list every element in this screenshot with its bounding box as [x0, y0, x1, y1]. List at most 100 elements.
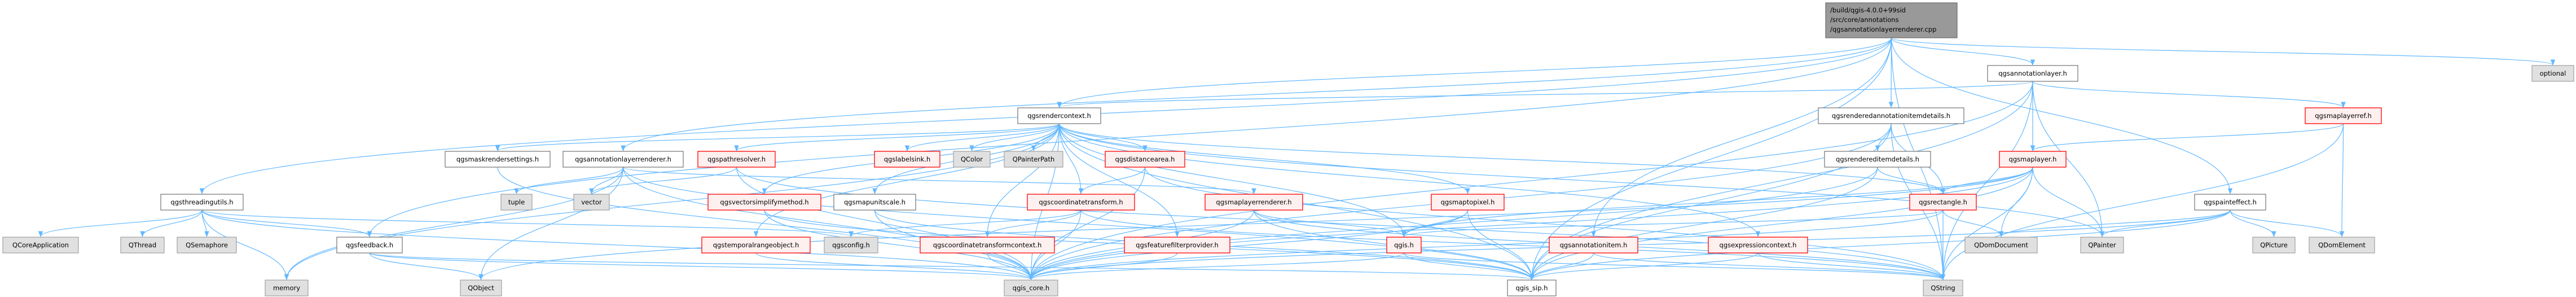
node-optional: optional	[2531, 65, 2574, 82]
node-box	[874, 151, 940, 168]
node-label: qgsconfig.h	[832, 241, 870, 249]
node-label: qgsvectorsimplifymethod.h	[720, 198, 808, 206]
node-maskrender[interactable]: qgsmaskrendersettings.h	[445, 151, 551, 168]
edge-rendercontext-to-featurefilter	[1058, 123, 1180, 238]
edge-expressioncontext-to-QString	[1757, 252, 1946, 281]
node-labelsink[interactable]: qgslabelsink.h	[874, 151, 940, 168]
node-temporalrange[interactable]: qgstemporalrangeobject.h	[701, 237, 811, 254]
node-rendereditem[interactable]: qgsrendereditemdetails.h	[1824, 151, 1931, 168]
edge-pathresolver-to-vector	[589, 167, 737, 195]
edge-threadingutils-to-qgis_core	[201, 209, 1034, 281]
edge-pathresolver-to-QString	[736, 167, 1946, 281]
node-label: QObject	[468, 284, 494, 292]
node-label: qgsmaplayerref.h	[2315, 112, 2372, 120]
node-coordtransform[interactable]: qgscoordinatetransform.h	[1027, 194, 1135, 211]
node-mapunitscale[interactable]: qgsmapunitscale.h	[833, 194, 916, 211]
node-annotrenderer[interactable]: qgsannotationlayerrenderer.h	[562, 151, 684, 168]
node-qgis_sip[interactable]: qgis_sip.h	[1507, 279, 1557, 296]
node-annotationitem[interactable]: qgsannotationitem.h	[1549, 237, 1638, 254]
edge-painteffect-to-QDomDocument	[1998, 209, 2231, 238]
edge-rendereditem-to-rectangle	[1877, 167, 1946, 195]
edge-feedback-to-qgis_sip	[369, 252, 1534, 281]
node-label: qgsrectangle.h	[1919, 198, 1967, 206]
edge-painteffect-to-QPicture	[2230, 209, 2276, 238]
node-label: QString	[1931, 284, 1955, 292]
node-qgsconfig: qgsconfig.h	[824, 237, 878, 254]
node-distancearea[interactable]: qgsdistancearea.h	[1105, 151, 1185, 168]
node-maplayer[interactable]: qgsmaplayer.h	[1999, 151, 2067, 168]
node-label: /qgsannotationlayerrenderer.cpp	[1830, 25, 1936, 33]
node-box	[707, 194, 821, 211]
edge-featurefilter-to-qgis_core	[1028, 252, 1178, 281]
node-box	[1004, 279, 1058, 296]
node-expressioncontext[interactable]: qgsexpressioncontext.h	[1708, 237, 1808, 254]
edge-annotationlayer-to-maplayerref	[2032, 81, 2346, 108]
node-maplayerrenderer[interactable]: qgsmaplayerrenderer.h	[1205, 194, 1303, 211]
node-box	[1909, 194, 1977, 211]
node-box	[1999, 151, 2067, 168]
node-pathresolver[interactable]: qgspathresolver.h	[697, 151, 776, 168]
node-label: QDomDocument	[1974, 241, 2028, 249]
edge-annotrenderer-to-tuple	[514, 167, 624, 195]
edge-maplayer-to-qgis_core	[1028, 167, 2033, 281]
edge-feedback-to-QObject	[369, 252, 483, 281]
node-label: qgsfeedback.h	[346, 241, 393, 249]
node-feedback[interactable]: qgsfeedback.h	[336, 237, 403, 254]
node-box	[177, 237, 237, 254]
node-label: qgspathresolver.h	[707, 155, 766, 163]
node-label: qgis_sip.h	[1516, 284, 1548, 292]
edge-rendercontext-to-rectangle	[1058, 123, 1946, 195]
node-box	[1818, 107, 1964, 124]
edge-maplayerref-to-QString	[1940, 123, 2344, 281]
node-box	[701, 237, 811, 254]
node-qgis[interactable]: qgis.h	[1386, 237, 1422, 254]
edge-rendereditem-to-qgis_core	[1028, 167, 1878, 281]
node-rectangle[interactable]: qgsrectangle.h	[1909, 194, 1977, 211]
edge-distancearea-to-coordtransform	[1078, 167, 1146, 195]
node-renderedannot[interactable]: qgsrenderedannotationitemdetails.h	[1818, 107, 1964, 124]
edge-maskrender-to-qgis_core	[497, 167, 1034, 281]
node-label: qgis.h	[1394, 241, 1414, 249]
edge-annotrenderer-to-qgis_core	[622, 167, 1034, 281]
edge-main-to-rendercontext	[1057, 37, 1892, 108]
node-threadingutils[interactable]: qgsthreadingutils.h	[160, 194, 244, 211]
node-label: qgsrenderedannotationitemdetails.h	[1832, 112, 1950, 120]
edge-annotationlayer-to-rendercontext	[1057, 81, 2033, 108]
node-coordtransformctx[interactable]: qgscoordinatetransformcontext.h	[920, 237, 1055, 254]
node-box	[1708, 237, 1808, 254]
node-maptopixel[interactable]: qgsmaptopixel.h	[1431, 194, 1505, 211]
edge-main-to-optional	[1891, 37, 2555, 66]
node-box	[160, 194, 244, 211]
node-label: qgis_core.h	[1013, 284, 1049, 292]
edges-layer	[38, 37, 2555, 281]
node-label: /src/core/annotations	[1830, 16, 1899, 24]
node-vectorsimplify[interactable]: qgsvectorsimplifymethod.h	[707, 194, 821, 211]
edge-maptopixel-to-qgis_sip	[1467, 209, 1535, 281]
node-label: qgscoordinatetransform.h	[1039, 198, 1123, 206]
edge-main-to-feedback	[367, 37, 1892, 238]
node-box	[2194, 194, 2266, 211]
node-annotationlayer[interactable]: qgsannotationlayer.h	[1987, 65, 2078, 82]
node-maplayerref[interactable]: qgsmaplayerref.h	[2305, 107, 2382, 124]
node-label: qgscoordinatetransformcontext.h	[933, 241, 1042, 249]
node-box	[2252, 237, 2296, 254]
edge-qgis-to-qgis_core	[1028, 252, 1405, 281]
node-featurefilter[interactable]: qgsfeaturefilterprovider.h	[1124, 237, 1230, 254]
node-label: optional	[2540, 69, 2566, 77]
node-box	[1027, 194, 1135, 211]
edge-maplayer-to-rectangle	[1940, 167, 2033, 195]
edge-rendercontext-to-coordtransformctx	[984, 123, 1060, 238]
node-box	[573, 194, 610, 211]
node-main[interactable]: /build/qgis-4.0.0+99sid/src/core/annotat…	[1825, 2, 1958, 38]
edge-distancearea-to-QString	[1144, 167, 1946, 281]
node-label: qgsrendereditemdetails.h	[1836, 155, 1919, 163]
node-label: QColor	[961, 155, 983, 163]
node-box	[2309, 237, 2375, 254]
node-label: qgsmaskrendersettings.h	[456, 155, 539, 163]
node-rendercontext[interactable]: qgsrendercontext.h	[1017, 107, 1101, 124]
node-QObject: QObject	[460, 279, 502, 296]
node-box	[1431, 194, 1505, 211]
edge-main-to-annotationlayer	[1891, 37, 2036, 66]
node-box	[824, 237, 878, 254]
node-painteffect[interactable]: qgspainteffect.h	[2194, 194, 2266, 211]
